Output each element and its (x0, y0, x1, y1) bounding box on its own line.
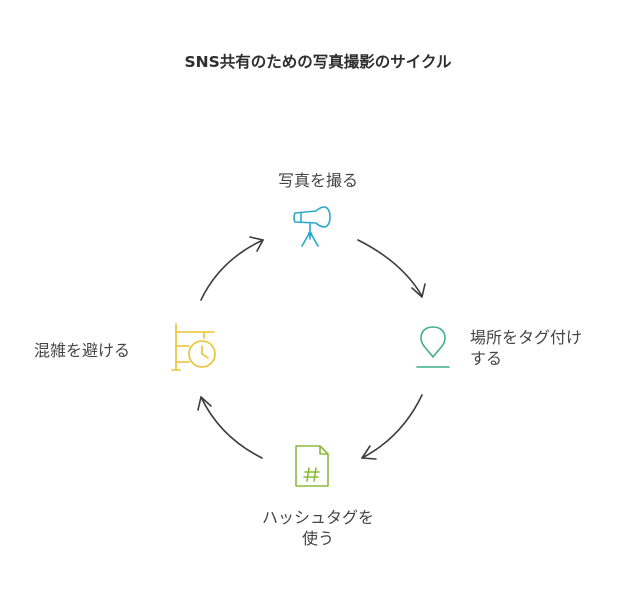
arrow-top-to-right (357, 239, 423, 297)
hashtag-document-icon (295, 445, 329, 487)
location-pin-icon (416, 326, 450, 368)
step-label-avoid-crowds: 混雑を避ける (34, 341, 131, 360)
step-label-tag-location: 場所をタグ付け する (470, 327, 582, 369)
step-label-use-hashtags-line2: 使う (301, 529, 334, 548)
arrow-right-to-bottom (361, 394, 423, 459)
step-label-tag-location-line2: する (470, 349, 503, 368)
arrow-left-to-top (200, 239, 264, 301)
arrow-top-to-right-head (411, 283, 426, 298)
arrow-bottom-to-left-head (197, 396, 212, 411)
step-label-tag-location-line1: 場所をタグ付け (470, 328, 583, 347)
step-label-use-hashtags: ハッシュタグを 使う (200, 507, 436, 549)
step-label-take-photo: 写真を撮る (277, 171, 358, 190)
step-label-use-hashtags-line1: ハッシュタグを (261, 508, 374, 527)
clock-signpost-icon (171, 323, 216, 371)
arrow-left-to-top-head (249, 236, 264, 252)
camera-on-tripod-icon (293, 206, 331, 247)
arrow-bottom-to-left (200, 396, 263, 459)
arrow-right-to-bottom-head (361, 445, 377, 460)
diagram-title: SNS共有のための写真撮影のサイクル (184, 53, 452, 71)
